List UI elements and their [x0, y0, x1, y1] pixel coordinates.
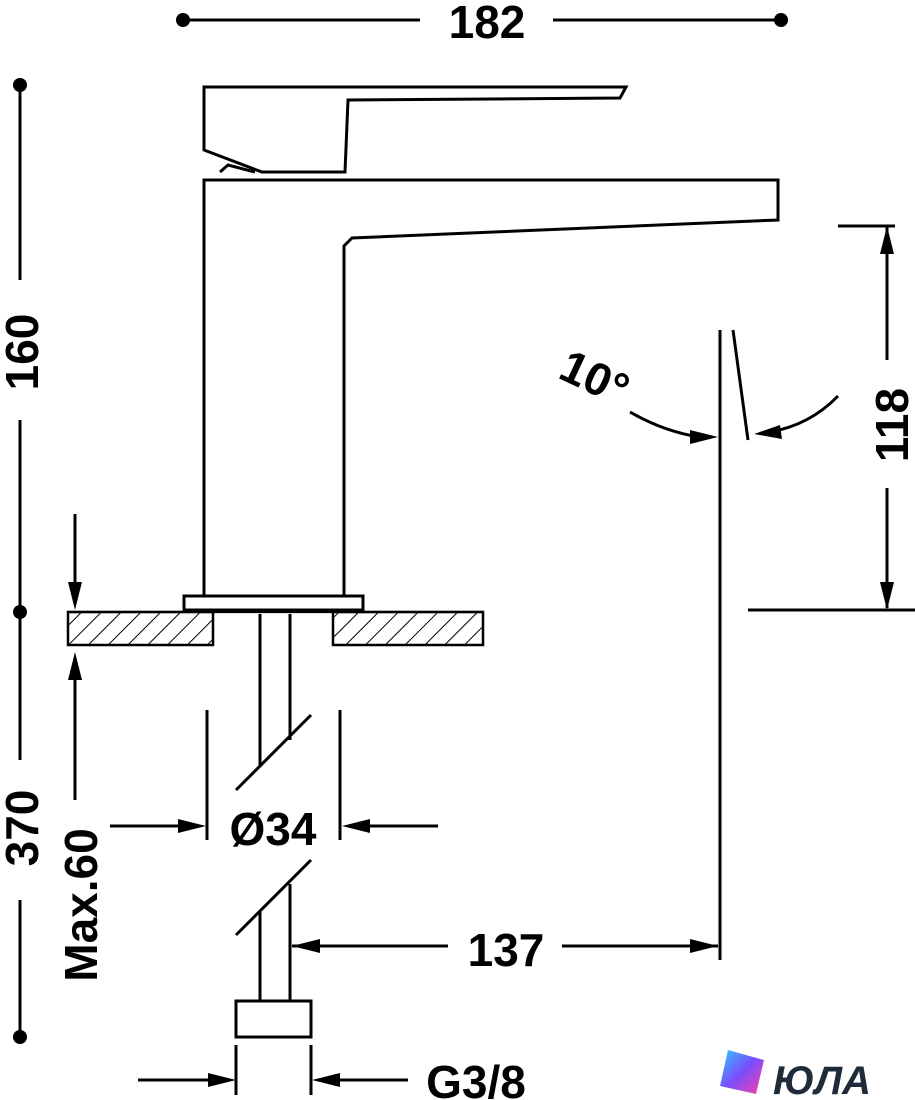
outlet-height-label: 118 — [866, 388, 915, 462]
logo-text: ЮЛА — [773, 1059, 871, 1100]
dimension-left-vertical: 160 370 — [0, 78, 48, 1044]
shank — [234, 614, 313, 1039]
total-width-label: 182 — [449, 0, 526, 48]
dimension-hole-diameter: Ø34 — [110, 710, 438, 855]
connection-label: G3/8 — [426, 1056, 526, 1100]
dimension-total-width: 182 — [176, 0, 788, 48]
logo-star-icon — [720, 1050, 764, 1094]
yula-logo: ЮЛА — [720, 1050, 871, 1100]
deck-section — [66, 610, 485, 647]
hole-diameter-label: Ø34 — [230, 803, 317, 855]
dimension-connection: G3/8 — [138, 1045, 526, 1100]
dimension-angle: 10° — [552, 329, 840, 444]
dimension-reach: 137 — [292, 330, 722, 976]
max-deck-label: Max.60 — [55, 828, 107, 981]
angle-label: 10° — [552, 339, 637, 416]
spout-height-label: 160 — [0, 314, 48, 391]
total-length-label: 370 — [0, 790, 48, 867]
dimension-max-deck: Max.60 — [55, 514, 107, 982]
dimension-outlet-height: 118 — [748, 224, 915, 612]
reach-label: 137 — [468, 924, 545, 976]
faucet-body — [182, 85, 780, 612]
